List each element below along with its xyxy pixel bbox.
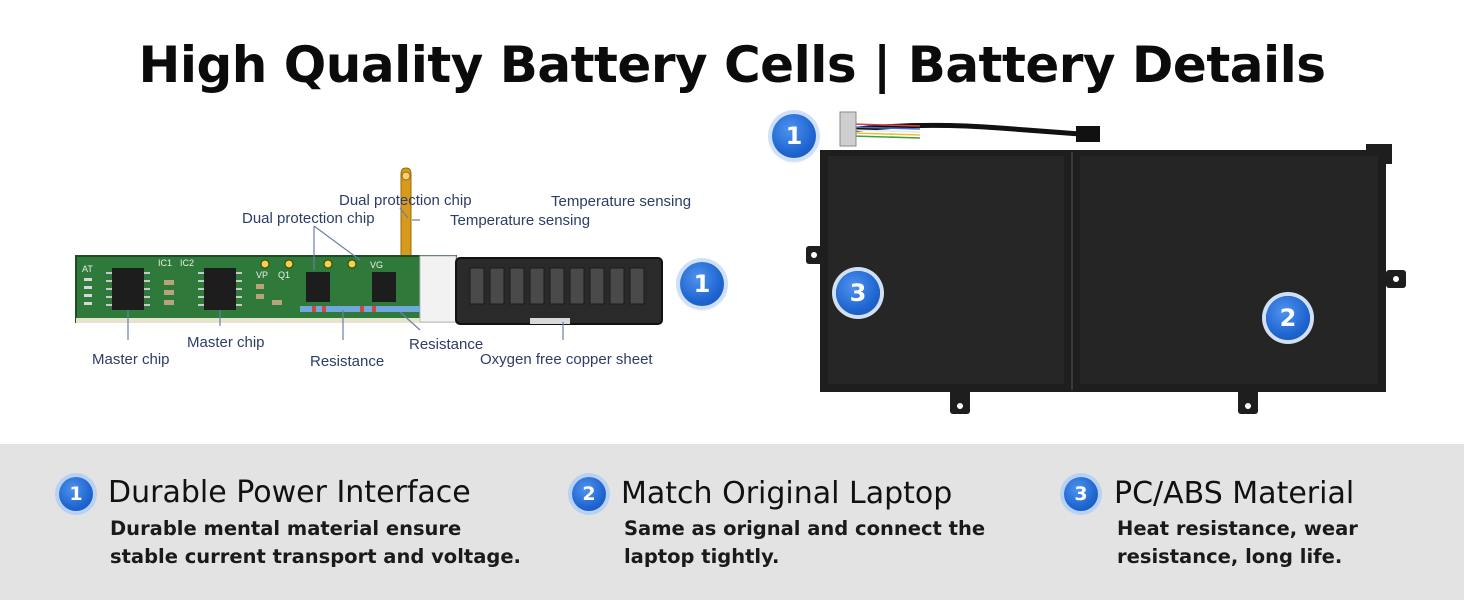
feature-2-desc-line1: Same as orignal and connect the [624,517,986,540]
label-master-chip-a: Master chip [92,351,170,368]
badge-battery-cell-2: 2 [1266,296,1310,340]
pcb-silk-vg: VG [370,260,383,270]
label-dual-protection-chip-b: Dual protection chip [242,210,375,227]
label-resistance-b: Resistance [409,336,484,353]
feature-2-desc-line2: laptop tightly. [624,545,780,568]
feature-1-title: Durable Power Interface [108,475,471,510]
pcb-silk-ic1: IC1 [158,258,172,268]
pcb-silk-vp: VP [256,270,268,280]
pcb-silk-at: AT [82,264,93,274]
label-temperature-sensing-a: Temperature sensing [551,193,692,210]
feature-3-desc-line2: resistance, long life. [1117,545,1343,568]
label-master-chip-b: Master chip [187,334,265,351]
page-title: High Quality Battery Cells | Battery Det… [138,36,1326,94]
protection-chip-1 [306,272,330,302]
label-dual-protection-chip-a: Dual protection chip [339,192,472,209]
feature-3-desc-line1: Heat resistance, wear [1117,517,1358,540]
feature-1-badge: 1 [59,477,93,511]
pcb-illustration: IC1 IC2 VP Q1 VG AT [75,167,663,340]
label-oxygen-free-copper-sheet: Oxygen free copper sheet [480,351,653,368]
feature-3-badge: 3 [1064,477,1098,511]
feature-2-title: Match Original Laptop [621,476,953,511]
feature-1-desc-line1: Durable mental material ensure [110,517,462,540]
features-band [0,444,1464,600]
label-temperature-sensing-b: Temperature sensing [450,212,591,229]
feature-2-badge: 2 [572,477,606,511]
master-chip-1 [112,268,144,310]
badge-battery-connector-1: 1 [772,114,816,158]
pcb-silk-ic2: IC2 [180,258,194,268]
feature-1-desc-line2: stable current transport and voltage. [110,545,521,568]
pcb-silk-q1: Q1 [278,270,290,280]
battery-illustration [806,111,1406,414]
label-resistance-a: Resistance [310,353,385,370]
badge-battery-cell-3: 3 [836,271,880,315]
master-chip-2 [204,268,236,310]
badge-connector-1: 1 [680,262,724,306]
feature-3-title: PC/ABS Material [1114,476,1355,511]
protection-chip-2 [372,272,396,302]
